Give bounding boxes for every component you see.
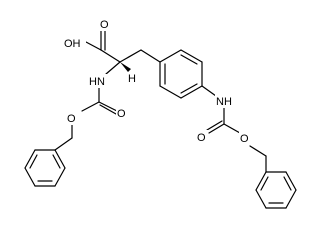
bond-ring-a-5	[54, 167, 66, 187]
atom-label-ester-o-right: O	[240, 133, 249, 145]
bond-alpha-to-beta	[119, 49, 142, 63]
bond-ring-a-inner-3	[52, 154, 61, 169]
bond-ring-c-5	[255, 189, 267, 209]
bond-ring-c-3	[285, 189, 297, 209]
bond-cooh-c-to-alpha	[100, 49, 121, 63]
atom-label-carbamate-o-left: O	[117, 108, 126, 120]
bond-ring-b-4	[180, 85, 203, 99]
bond-ring-b-inner-2	[180, 83, 198, 94]
atom-label-acid-o: O	[100, 19, 109, 31]
bond-ring-c-6	[255, 171, 267, 191]
atom-label-ester-o-left: O	[67, 113, 76, 125]
atom-label-h: H	[128, 73, 136, 85]
bond-ring-b-5	[159, 85, 182, 99]
bond-alpha-to-h-wedge	[120, 62, 131, 72]
bond-cooh-c-to-oh	[85, 41, 102, 51]
bond-ring-b-2	[180, 49, 203, 63]
molecule-diagram: OH O H HN O O NH O O	[24, 18, 297, 209]
atom-label-nh-left: HN	[89, 76, 105, 88]
atom-label-oh: OH	[64, 38, 81, 50]
bond-ring-a-2	[24, 149, 36, 169]
bond-ring-a-6	[54, 149, 66, 169]
bond-beta-to-ring	[140, 49, 161, 63]
bond-ring-c-inner-3	[260, 176, 269, 191]
bond-ring-a-3	[24, 167, 36, 187]
bond-carbonyl-to-ester-o-left	[81, 101, 100, 112]
bond-carbonyl-o-double-right-1	[208, 123, 225, 134]
bond-carbonyl-to-ester-o-right	[223, 123, 241, 134]
bond-ring-c-inner-1	[283, 176, 292, 191]
bonds	[24, 29, 297, 209]
bond-carbonyl-to-o-left	[98, 101, 118, 112]
bond-ring-a-inner-1	[29, 154, 38, 169]
atom-label-carbamate-o-right: O	[197, 132, 206, 144]
bond-ring-to-nh-right	[201, 85, 217, 97]
bond-ester-o-to-ch2-right	[249, 145, 267, 157]
bond-ch2-to-ring-left	[54, 137, 73, 151]
atom-labels: OH O H HN O O NH O O	[64, 18, 251, 145]
bond-ring-b-1	[159, 49, 182, 63]
bond-ring-c-2	[285, 171, 297, 191]
bond-ring-b-inner-1	[180, 54, 198, 65]
structure-canvas: OH O H HN O O NH O O	[24, 18, 297, 209]
bond-carbonyl-o-double-right-2	[206, 120, 223, 131]
atom-label-nh-right: NH	[216, 96, 232, 108]
bond-alpha-to-nh	[105, 61, 121, 75]
bond-carbonyl-o-double-left	[99, 104, 117, 115]
